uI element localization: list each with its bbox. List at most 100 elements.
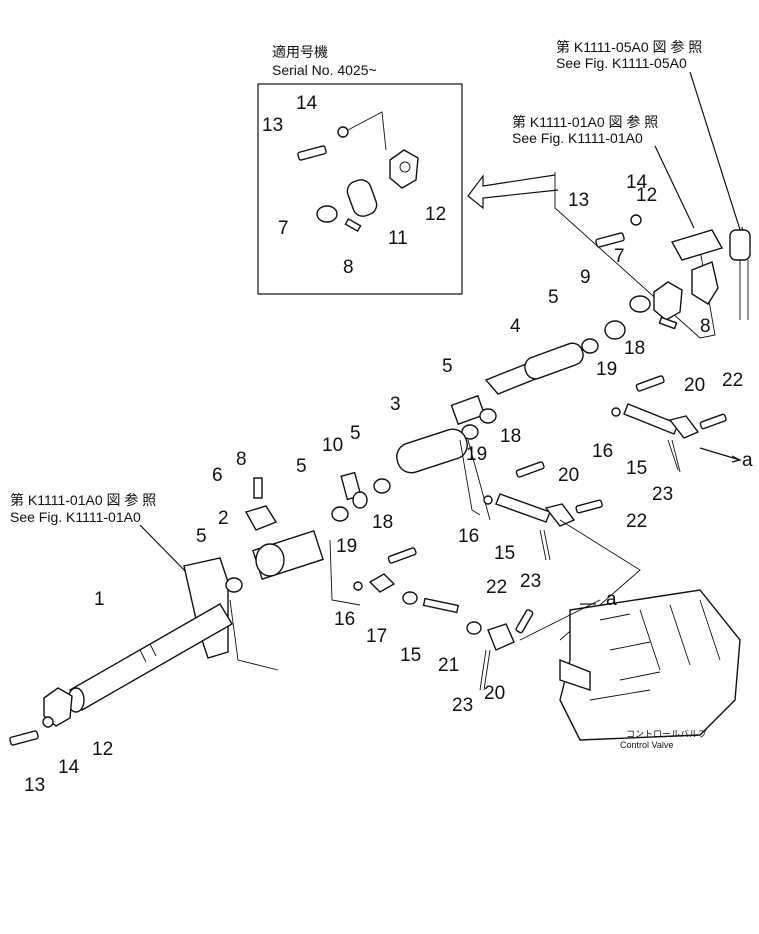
ref-01a0-jp-top: 第 K1111-01A0 図 参 照: [512, 114, 658, 130]
bolt-18-a: [635, 375, 665, 392]
ref-05a0-jp: 第 K1111-05A0 図 参 照: [556, 39, 702, 55]
part-label: 14: [58, 757, 80, 778]
rod-15-b: [495, 493, 551, 523]
part-label: 8: [700, 316, 711, 337]
part-label: 5: [350, 423, 361, 444]
bracket-12-inset: [389, 149, 419, 189]
arrow-a-lower: a: [606, 589, 617, 610]
part-label: 10: [322, 435, 343, 456]
part-label: 4: [510, 316, 521, 337]
bracket-12-lower: [43, 687, 73, 727]
bushing-5-e: [331, 506, 349, 522]
bolt-22-a: [699, 413, 727, 430]
washer-19-a: [611, 407, 621, 417]
collar-9-upper: [604, 320, 626, 340]
part-2-hub: [255, 543, 285, 577]
part-label: 12: [92, 739, 113, 760]
part-label: 12: [636, 185, 657, 206]
part-label: 1: [94, 589, 105, 610]
bracket-12-upper: [653, 281, 683, 321]
bushing-5-f: [225, 577, 243, 593]
part-label: 22: [486, 577, 507, 598]
nut-21: [466, 621, 482, 635]
part-6: [244, 505, 278, 531]
part-label: 22: [626, 511, 647, 532]
part-label: 23: [520, 571, 541, 592]
part-label: 13: [262, 115, 283, 136]
bracket-upper-right: [670, 229, 724, 261]
washer-14-upper: [630, 214, 642, 226]
bolt-13-lower: [9, 730, 39, 746]
part-label: 15: [626, 458, 647, 479]
ref-01a0-en-top: See Fig. K1111-01A0: [512, 130, 643, 146]
part-label: 3: [390, 394, 401, 415]
ref-01a0-jp-left: 第 K1111-01A0 図 参 照: [10, 492, 156, 508]
part-label: 13: [24, 775, 45, 796]
inset-title-en: Serial No. 4025~: [272, 62, 377, 78]
bushing-5-b: [479, 408, 497, 424]
part-label: 18: [372, 512, 393, 533]
part-4-tube: [524, 342, 584, 380]
pin-8-upper: [658, 316, 678, 330]
inset-title-jp: 適用号機: [272, 44, 328, 60]
part-label: 7: [278, 218, 289, 239]
bushing-11-inset: [346, 179, 378, 217]
part-label: 16: [334, 609, 355, 630]
washer-19-b: [483, 495, 493, 505]
part-label: 14: [626, 172, 648, 193]
collar-7-inset: [316, 205, 338, 223]
inset-box: [257, 83, 463, 295]
part-3-tube: [396, 428, 468, 474]
part-16-c: [368, 573, 396, 593]
part-label: 7: [614, 246, 625, 267]
part-label: 16: [458, 526, 479, 547]
washer-19-c: [353, 581, 363, 591]
part-label: 19: [336, 536, 357, 557]
part-label: 8: [343, 257, 354, 278]
part-label: 18: [500, 426, 521, 447]
collar-7-upper: [629, 295, 651, 313]
bushing-5-upper: [581, 338, 599, 354]
part-label: 2: [218, 508, 229, 529]
pin-8-left: [253, 477, 263, 499]
part-label: 21: [438, 655, 459, 676]
part-label: 12: [425, 204, 446, 225]
part-label: 23: [652, 484, 673, 505]
bolt-18-c: [387, 547, 417, 564]
part-label: 19: [596, 359, 617, 380]
ref-05a0-en: See Fig. K1111-05A0: [556, 55, 687, 71]
arrow-a-right: a: [742, 450, 753, 471]
part-label: 20: [558, 465, 579, 486]
part-label: 17: [366, 626, 387, 647]
pin-8-inset: [344, 217, 362, 233]
bolt-22-c: [515, 609, 534, 634]
part-label: 20: [684, 375, 705, 396]
bolt-13-inset: [297, 145, 327, 161]
clevis-20-a: [668, 415, 700, 439]
part-label: 11: [388, 228, 408, 249]
part-label: 22: [722, 370, 743, 391]
part-label: 5: [296, 456, 307, 477]
ref-01a0-en-left: See Fig. K1111-01A0: [10, 509, 141, 525]
control-valve-jp: コントロールバルブ: [626, 728, 707, 739]
part-label: 5: [548, 287, 559, 308]
part-label: 15: [400, 645, 421, 666]
washer-14-inset: [337, 126, 349, 138]
part-label: 23: [452, 695, 473, 716]
part-label: 15: [494, 543, 515, 564]
clevis-20-c: [487, 623, 515, 651]
bolt-22-b: [575, 499, 603, 514]
part-label: 20: [484, 683, 505, 704]
inset-arrow: [467, 174, 559, 210]
clevis-20-b: [544, 503, 576, 527]
nut-17: [402, 591, 418, 605]
lever-end: [729, 229, 751, 261]
part-label: 5: [196, 526, 207, 547]
part-label: 14: [296, 93, 318, 114]
bushing-5-d: [373, 478, 391, 494]
part-label: 18: [624, 338, 645, 359]
control-valve-en: Control Valve: [620, 740, 673, 750]
washer-14-lower: [42, 716, 54, 728]
